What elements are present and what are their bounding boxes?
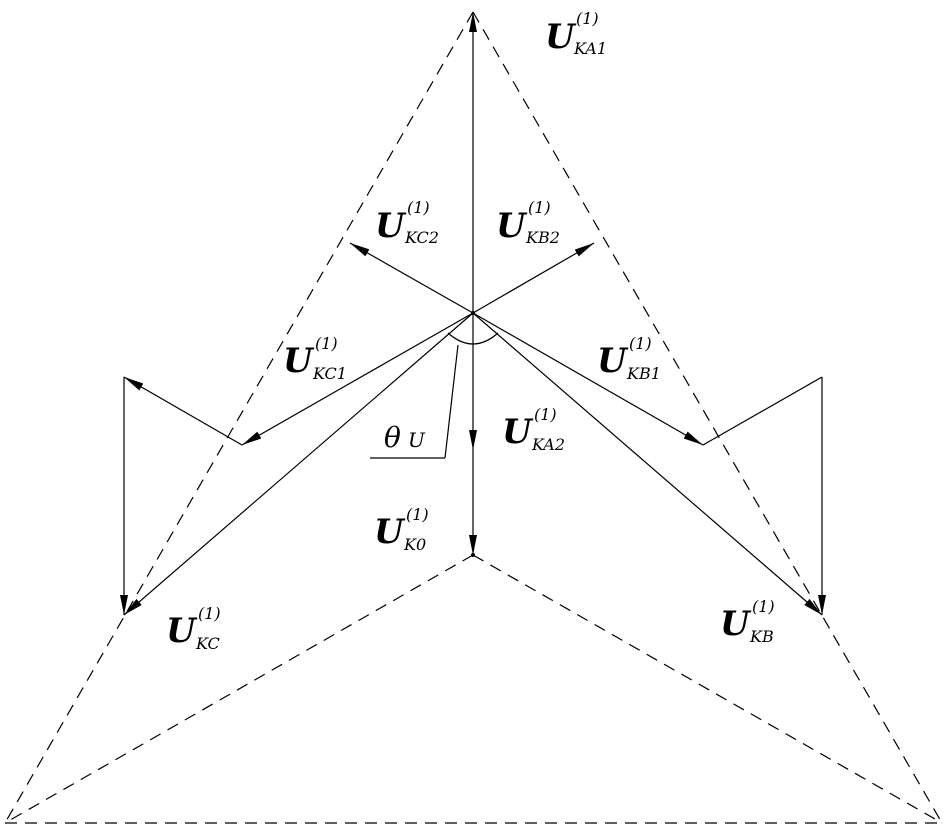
svg-text:U: U [545,17,577,57]
label-ukc1: U (1) KC1 [283,334,347,383]
svg-text:KB2: KB2 [525,228,560,247]
origin-point [471,311,475,315]
construction-right [702,376,826,615]
zero-sequence-point [471,553,475,557]
phasor-ukb2 [472,242,595,314]
phasor-ukb1 [472,312,704,446]
svg-text:U: U [408,428,426,452]
svg-text:(1): (1) [406,505,429,524]
svg-text:(1): (1) [629,334,652,353]
label-ukc: U (1) KC [166,604,221,653]
label-ukc2: U (1) KC2 [375,198,439,247]
construction-left [120,376,243,615]
svg-text:(1): (1) [752,597,775,616]
outer-triangle [4,11,943,824]
svg-text:θ: θ [384,421,401,454]
svg-text:U: U [166,611,198,651]
svg-text:KC1: KC1 [312,364,347,383]
svg-text:U: U [375,206,407,246]
svg-text:K0: K0 [403,535,426,554]
phasor-ukc [123,312,474,616]
label-ukb: U (1) KB [720,597,775,646]
svg-text:(1): (1) [528,198,551,217]
svg-text:KA2: KA2 [531,435,565,454]
label-ukb2: U (1) KB2 [496,198,560,247]
svg-text:KC: KC [195,634,220,653]
svg-text:(1): (1) [315,334,338,353]
phasor-ukc1 [241,312,474,446]
svg-text:KB1: KB1 [626,364,661,383]
svg-text:U: U [496,206,528,246]
phasor-ukc2 [349,242,474,314]
svg-text:(1): (1) [534,405,557,424]
svg-text:U: U [374,512,406,552]
label-uka2: U (1) KA2 [502,405,565,454]
svg-text:KC2: KC2 [404,228,439,247]
svg-text:KA1: KA1 [573,39,607,58]
phasor-ukb [472,312,823,616]
svg-text:U: U [597,341,629,381]
svg-text:U: U [283,341,315,381]
angle-theta-marker [370,332,499,459]
inner-dashed-lines [4,554,943,824]
label-uk0: U (1) K0 [374,505,429,554]
label-theta-u: θ U [384,421,426,454]
svg-text:KB: KB [749,627,774,646]
label-uka1: U (1) KA1 [545,9,607,58]
svg-text:U: U [720,604,752,644]
svg-text:(1): (1) [198,604,221,623]
svg-text:(1): (1) [576,9,599,28]
svg-text:(1): (1) [407,198,430,217]
phasor-arrows [123,12,823,616]
label-ukb1: U (1) KB1 [597,334,661,383]
svg-text:U: U [502,412,534,452]
